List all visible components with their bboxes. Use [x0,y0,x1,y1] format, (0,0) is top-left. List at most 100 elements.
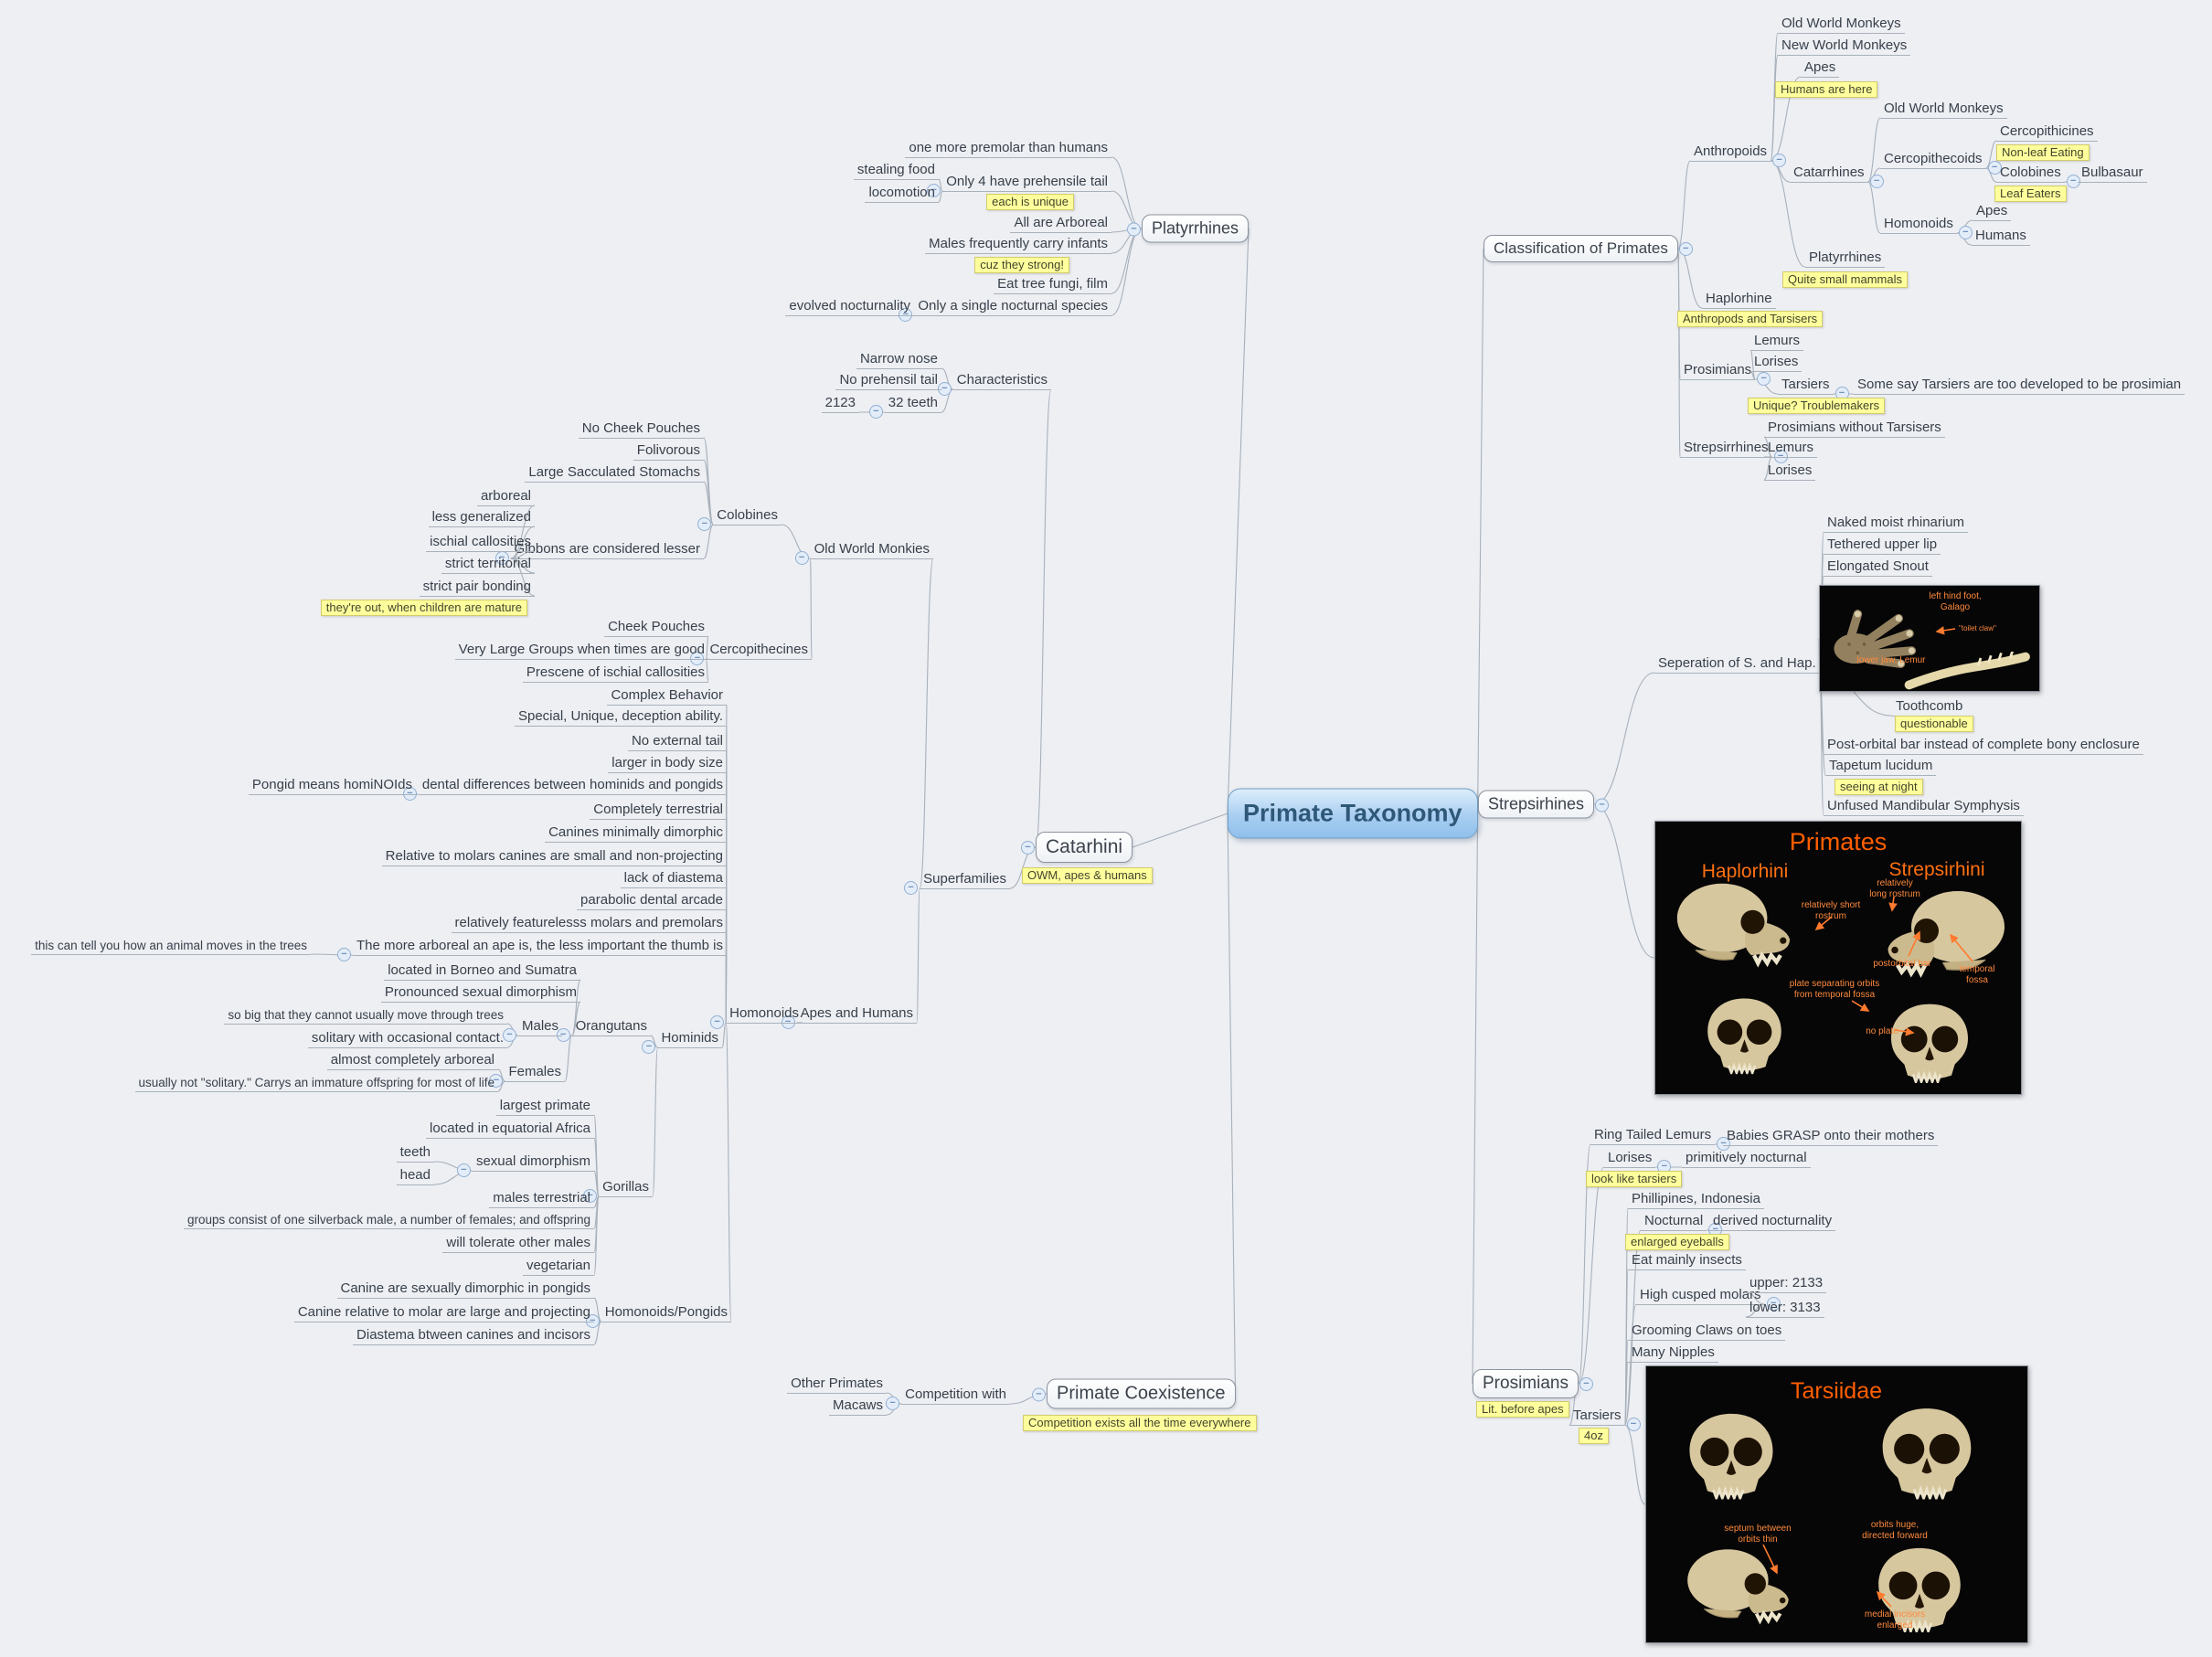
gibbons[interactable]: Gibbons are considered lesser− [495,541,704,565]
note-prosimians[interactable]: Lit. before apes [1476,1401,1569,1418]
orang-males[interactable]: Males− [502,1018,562,1042]
derived-nocturnality[interactable]: derived nocturnality [1709,1213,1836,1231]
homonoids[interactable]: Homonoids− [710,1005,803,1029]
lor-nocturnal[interactable]: primitively nocturnal [1682,1150,1811,1168]
tar-nocturnal[interactable]: Nocturnal− [1641,1213,1723,1237]
hom-thumb[interactable]: The more arboreal an ape is, the less im… [336,938,727,961]
orang-dimorphism[interactable]: Pronounced sexual dimorphism [380,984,580,1003]
old-world-monkies-collapse-icon[interactable]: − [794,551,809,565]
main-classification-collapse-icon[interactable]: − [1678,242,1693,256]
colobines-2[interactable]: Colobines− [1996,165,2080,188]
tar-phillipines[interactable]: Phillipines, Indonesia [1628,1191,1764,1209]
homonoids-2[interactable]: Homonoids− [1880,216,1973,239]
males-big[interactable]: so big that they cannot usually move thr… [224,1008,507,1025]
platyrrhines-2[interactable]: Platyrrhines [1805,250,1886,268]
homonoids-pongids[interactable]: Homonoids/Pongids− [585,1304,731,1328]
main-catarhini-collapse-icon[interactable]: − [1021,841,1035,855]
hom-canines[interactable]: Canines minimally dimorphic [545,824,727,843]
gib-arboreal[interactable]: arboreal [476,488,535,506]
platy-fungi[interactable]: Eat tree fungi, film [994,276,1111,294]
platy-nocturnal[interactable]: Only a single nocturnal species− [899,298,1111,322]
superfamilies-collapse-icon[interactable]: − [904,881,919,895]
platy-prehensile[interactable]: Only 4 have prehensile tail− [927,174,1111,197]
anth-apes[interactable]: Apes [1801,59,1840,78]
note-humans-here[interactable]: Humans are here [1775,81,1878,98]
colo-no-cheek[interactable]: No Cheek Pouches [578,420,704,439]
note-catarhini[interactable]: OWM, apes & humans [1022,867,1153,884]
char-2123[interactable]: 2123 [821,395,859,413]
pros2-lemurs[interactable]: Lemurs [1750,333,1804,351]
cerc-groups[interactable]: Very Large Groups when times are good [454,642,708,660]
tarsiers-remark[interactable]: Some say Tarsiers are too developed to b… [1854,377,2185,395]
note-cuz-strong[interactable]: cuz they strong! [974,257,1069,273]
prehensile-locomotion[interactable]: locomotion [865,185,939,203]
pong-canine-molar[interactable]: Canine relative to molar are large and p… [293,1304,594,1322]
gib-less-gen[interactable]: less generalized [428,509,535,527]
cercopithecines-collapse-icon[interactable]: − [690,652,705,665]
tar-insects[interactable]: Eat mainly insects [1628,1252,1746,1270]
anthropoids[interactable]: Anthropoids− [1690,143,1787,167]
main-coexistence[interactable]: Primate Coexistence− [1032,1378,1236,1409]
colobines[interactable]: Colobines− [697,507,782,531]
main-catarhini[interactable]: Catarhini− [1021,832,1133,863]
hom-arcade[interactable]: parabolic dental arcade [577,892,727,910]
hom-featureless[interactable]: relatively featurelesss molars and premo… [451,915,727,933]
tarsiers-2[interactable]: Tarsiers− [1778,377,1849,400]
hom-no-tail[interactable]: No external tail [627,733,727,751]
gorillas-collapse-icon[interactable]: − [583,1189,598,1203]
tarsiers-3-collapse-icon[interactable]: − [1626,1418,1641,1431]
strep2-lemurs[interactable]: Lemurs [1764,440,1818,458]
gor-africa[interactable]: located in equatorial Africa [426,1121,594,1139]
sep-rhinarium[interactable]: Naked moist rhinarium [1824,515,1969,533]
note-troublemakers[interactable]: Unique? Troublemakers [1748,398,1886,414]
gor-dimorphism-collapse-icon[interactable]: − [456,1163,471,1177]
gib-territorial[interactable]: strict territorial [441,556,535,574]
hom-deception[interactable]: Special, Unique, deception ability. [514,708,727,727]
note-each-unique[interactable]: each is unique [986,194,1074,210]
orangutans[interactable]: Orangutans− [556,1018,651,1042]
char-32-teeth-collapse-icon[interactable]: − [868,405,883,419]
dim-teeth[interactable]: teeth [396,1144,434,1163]
hom2-humans[interactable]: Humans [1972,228,2030,246]
sep-tapetum[interactable]: Tapetum lucidum [1825,758,1937,776]
homonoids-collapse-icon[interactable]: − [710,1015,725,1029]
hominids[interactable]: Hominids− [642,1030,722,1054]
hom-body-size[interactable]: larger in body size [608,755,727,773]
comp-other-primates[interactable]: Other Primates [787,1376,887,1394]
sep-upper-lip[interactable]: Tethered upper lip [1824,536,1941,555]
prosimians-2[interactable]: Prosimians− [1680,362,1771,386]
prosimians-2-collapse-icon[interactable]: − [1757,372,1771,386]
colo-stomachs[interactable]: Large Sacculated Stomachs [525,464,704,483]
gor-groups[interactable]: groups consist of one silverback male, a… [184,1213,594,1229]
anth-nwm[interactable]: New World Monkeys [1778,37,1911,56]
galago-panel[interactable]: left hind foot, Galago"toilet claw"lower… [1819,585,2040,692]
sep-toothcomb[interactable]: Toothcomb [1892,698,1967,717]
gibbons-collapse-icon[interactable]: − [495,551,509,565]
hom-complex[interactable]: Complex Behavior [607,687,727,706]
note-leaf-eaters[interactable]: Leaf Eaters [1994,186,2067,202]
strepsirrhines-2-collapse-icon[interactable]: − [1773,450,1788,463]
note-anthropods[interactable]: Anthropods and Tarsisers [1677,311,1824,327]
catarrhines-collapse-icon[interactable]: − [1869,175,1884,188]
tarsiers-3[interactable]: Tarsiers− [1569,1407,1641,1431]
cercopithicines[interactable]: Cercopithicines [1996,123,2098,142]
central-topic[interactable]: Primate Taxonomy [1228,788,1478,839]
molars-lower[interactable]: lower: 3133 [1746,1300,1824,1318]
note-non-leaf[interactable]: Non-leaf Eating [1996,144,2090,161]
homonoids-pongids-collapse-icon[interactable]: − [585,1314,600,1328]
cerc-ischial[interactable]: Prescene of ischial callosities [522,664,708,683]
competition-with[interactable]: Competition with− [886,1386,1010,1410]
females-arboreal[interactable]: almost completely arboreal [326,1052,498,1070]
tar-molars[interactable]: High cusped molars− [1636,1287,1781,1311]
hominids-collapse-icon[interactable]: − [642,1040,656,1054]
competition-with-collapse-icon[interactable]: − [886,1397,900,1410]
orang-borneo[interactable]: located in Borneo and Sumatra [384,962,580,981]
cercopithecoids[interactable]: Cercopithecoids− [1880,151,2002,175]
dim-head[interactable]: head [396,1167,434,1185]
char-narrow-nose[interactable]: Narrow nose [856,351,941,369]
colobines-collapse-icon[interactable]: − [697,517,712,531]
note-gibbons[interactable]: they're out, when children are mature [320,600,527,616]
char-no-tail[interactable]: No prehensil tail [835,372,941,390]
main-prosimians[interactable]: Prosimians− [1473,1369,1593,1398]
platy-prehensile-collapse-icon[interactable]: − [927,184,941,197]
